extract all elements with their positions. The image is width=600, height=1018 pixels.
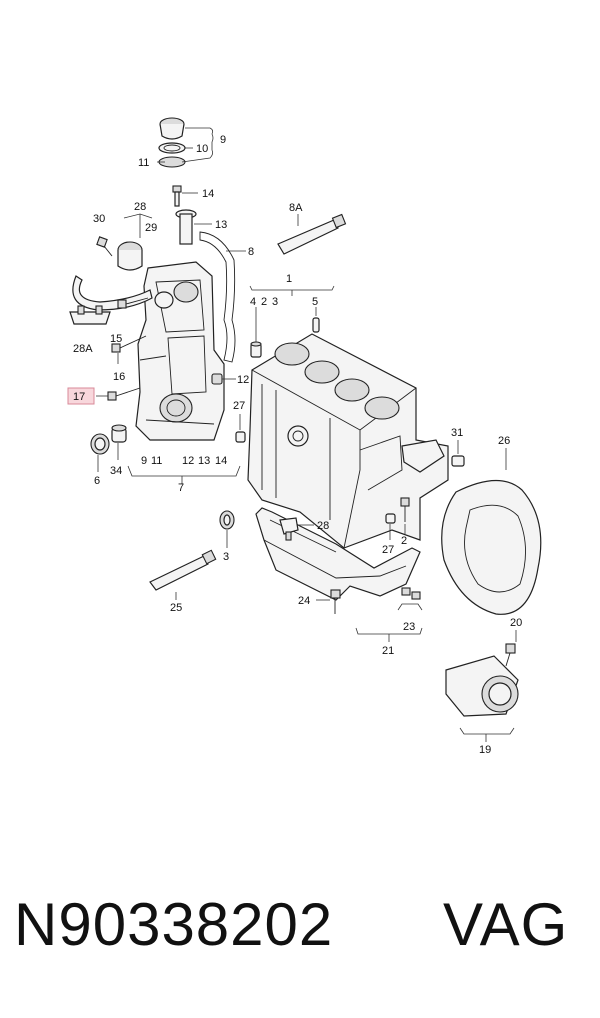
cylinder-block <box>247 333 449 549</box>
callout-24: 24 <box>298 595 310 607</box>
bolt-30 <box>96 236 113 257</box>
callout-7: 7 <box>178 482 184 494</box>
oil-separator <box>117 241 143 271</box>
callout-9: 9 <box>220 134 226 146</box>
callout-28: 28 <box>134 201 146 213</box>
callout-27-right: 27 <box>382 544 394 556</box>
footer: N90338202 VAG <box>0 890 600 980</box>
callout-3-bottom: 3 <box>223 551 229 563</box>
oil-filler-cap <box>159 117 185 140</box>
bolt-20 <box>505 643 516 667</box>
callout-6: 6 <box>94 475 100 487</box>
callout-3: 3 <box>272 296 278 308</box>
callout-17: 17 <box>73 391 85 403</box>
bushing-34 <box>111 424 127 443</box>
callout-9-bottom: 9 <box>141 455 147 467</box>
callout-29: 29 <box>145 222 157 234</box>
callout-1: 1 <box>286 273 292 285</box>
callout-31: 31 <box>451 427 463 439</box>
callout-20: 20 <box>510 617 522 629</box>
callout-12: 12 <box>237 374 249 386</box>
bolt-15 <box>117 297 149 309</box>
callout-8a: 8A <box>289 202 303 214</box>
callout-16: 16 <box>113 371 125 383</box>
seal-ring-3 <box>219 510 235 530</box>
callout-13-bottom: 13 <box>198 455 210 467</box>
brand-name: VAG <box>443 891 569 958</box>
support-bracket <box>401 439 445 473</box>
callout-26: 26 <box>498 435 510 447</box>
callout-5: 5 <box>312 296 318 308</box>
pin-5 <box>312 317 320 333</box>
callout-12-bottom: 12 <box>182 455 194 467</box>
drain-plug-23 <box>401 587 421 600</box>
callout-28a: 28A <box>73 343 93 355</box>
callout-25: 25 <box>170 602 182 614</box>
callout-23: 23 <box>403 621 415 633</box>
callout-2-right: 2 <box>401 535 407 547</box>
timing-cover <box>135 261 225 441</box>
oil-level-sensor <box>279 517 299 541</box>
gasket-8 <box>199 231 236 363</box>
callout-4: 4 <box>250 296 256 308</box>
rear-seal-flange <box>445 655 519 717</box>
callout-34: 34 <box>110 465 122 477</box>
oil-dipstick-tube <box>175 209 197 245</box>
breather-hose <box>72 275 153 311</box>
dowel-27 <box>235 431 246 443</box>
callout-27-left: 27 <box>233 400 245 412</box>
callout-30: 30 <box>93 213 105 225</box>
seal-ring <box>158 142 186 154</box>
crankshaft-seal-6 <box>90 433 110 455</box>
sealant-tube-8a <box>277 213 347 255</box>
nut-12 <box>211 373 223 385</box>
rear-gasket-plate <box>441 479 542 615</box>
bolt-24 <box>330 589 341 614</box>
bolt-14 <box>172 185 182 207</box>
callout-2: 2 <box>261 296 267 308</box>
bolt-2 <box>400 497 410 522</box>
callout-11: 11 <box>138 157 149 169</box>
sleeve-31 <box>451 455 465 467</box>
bolt-17 <box>107 387 141 401</box>
callout-10: 10 <box>196 143 208 155</box>
callout-28-sensor: 28 <box>317 520 329 532</box>
dowel-sleeve-4 <box>250 341 262 358</box>
callout-19: 19 <box>479 744 491 756</box>
callout-15: 15 <box>110 333 122 345</box>
callout-8: 8 <box>248 246 254 258</box>
bolt-16 <box>111 335 147 353</box>
callout-11-bottom: 11 <box>151 455 162 467</box>
exploded-engine-block-diagram: 9 10 11 14 13 28 29 30 8A 8 1 4 2 3 5 28… <box>67 117 542 756</box>
callout-13: 13 <box>215 219 227 231</box>
dowel-27-right <box>385 513 396 524</box>
part-number: N90338202 <box>14 891 334 958</box>
callout-labels: 9 10 11 14 13 28 29 30 8A 8 1 4 2 3 5 28… <box>67 134 522 756</box>
hose-clip-28a <box>69 305 111 325</box>
callout-21: 21 <box>382 645 394 657</box>
sealant-tube-25 <box>149 549 217 591</box>
callout-14: 14 <box>202 188 214 200</box>
callout-14-bottom: 14 <box>215 455 227 467</box>
callout-17-highlight <box>67 387 95 405</box>
